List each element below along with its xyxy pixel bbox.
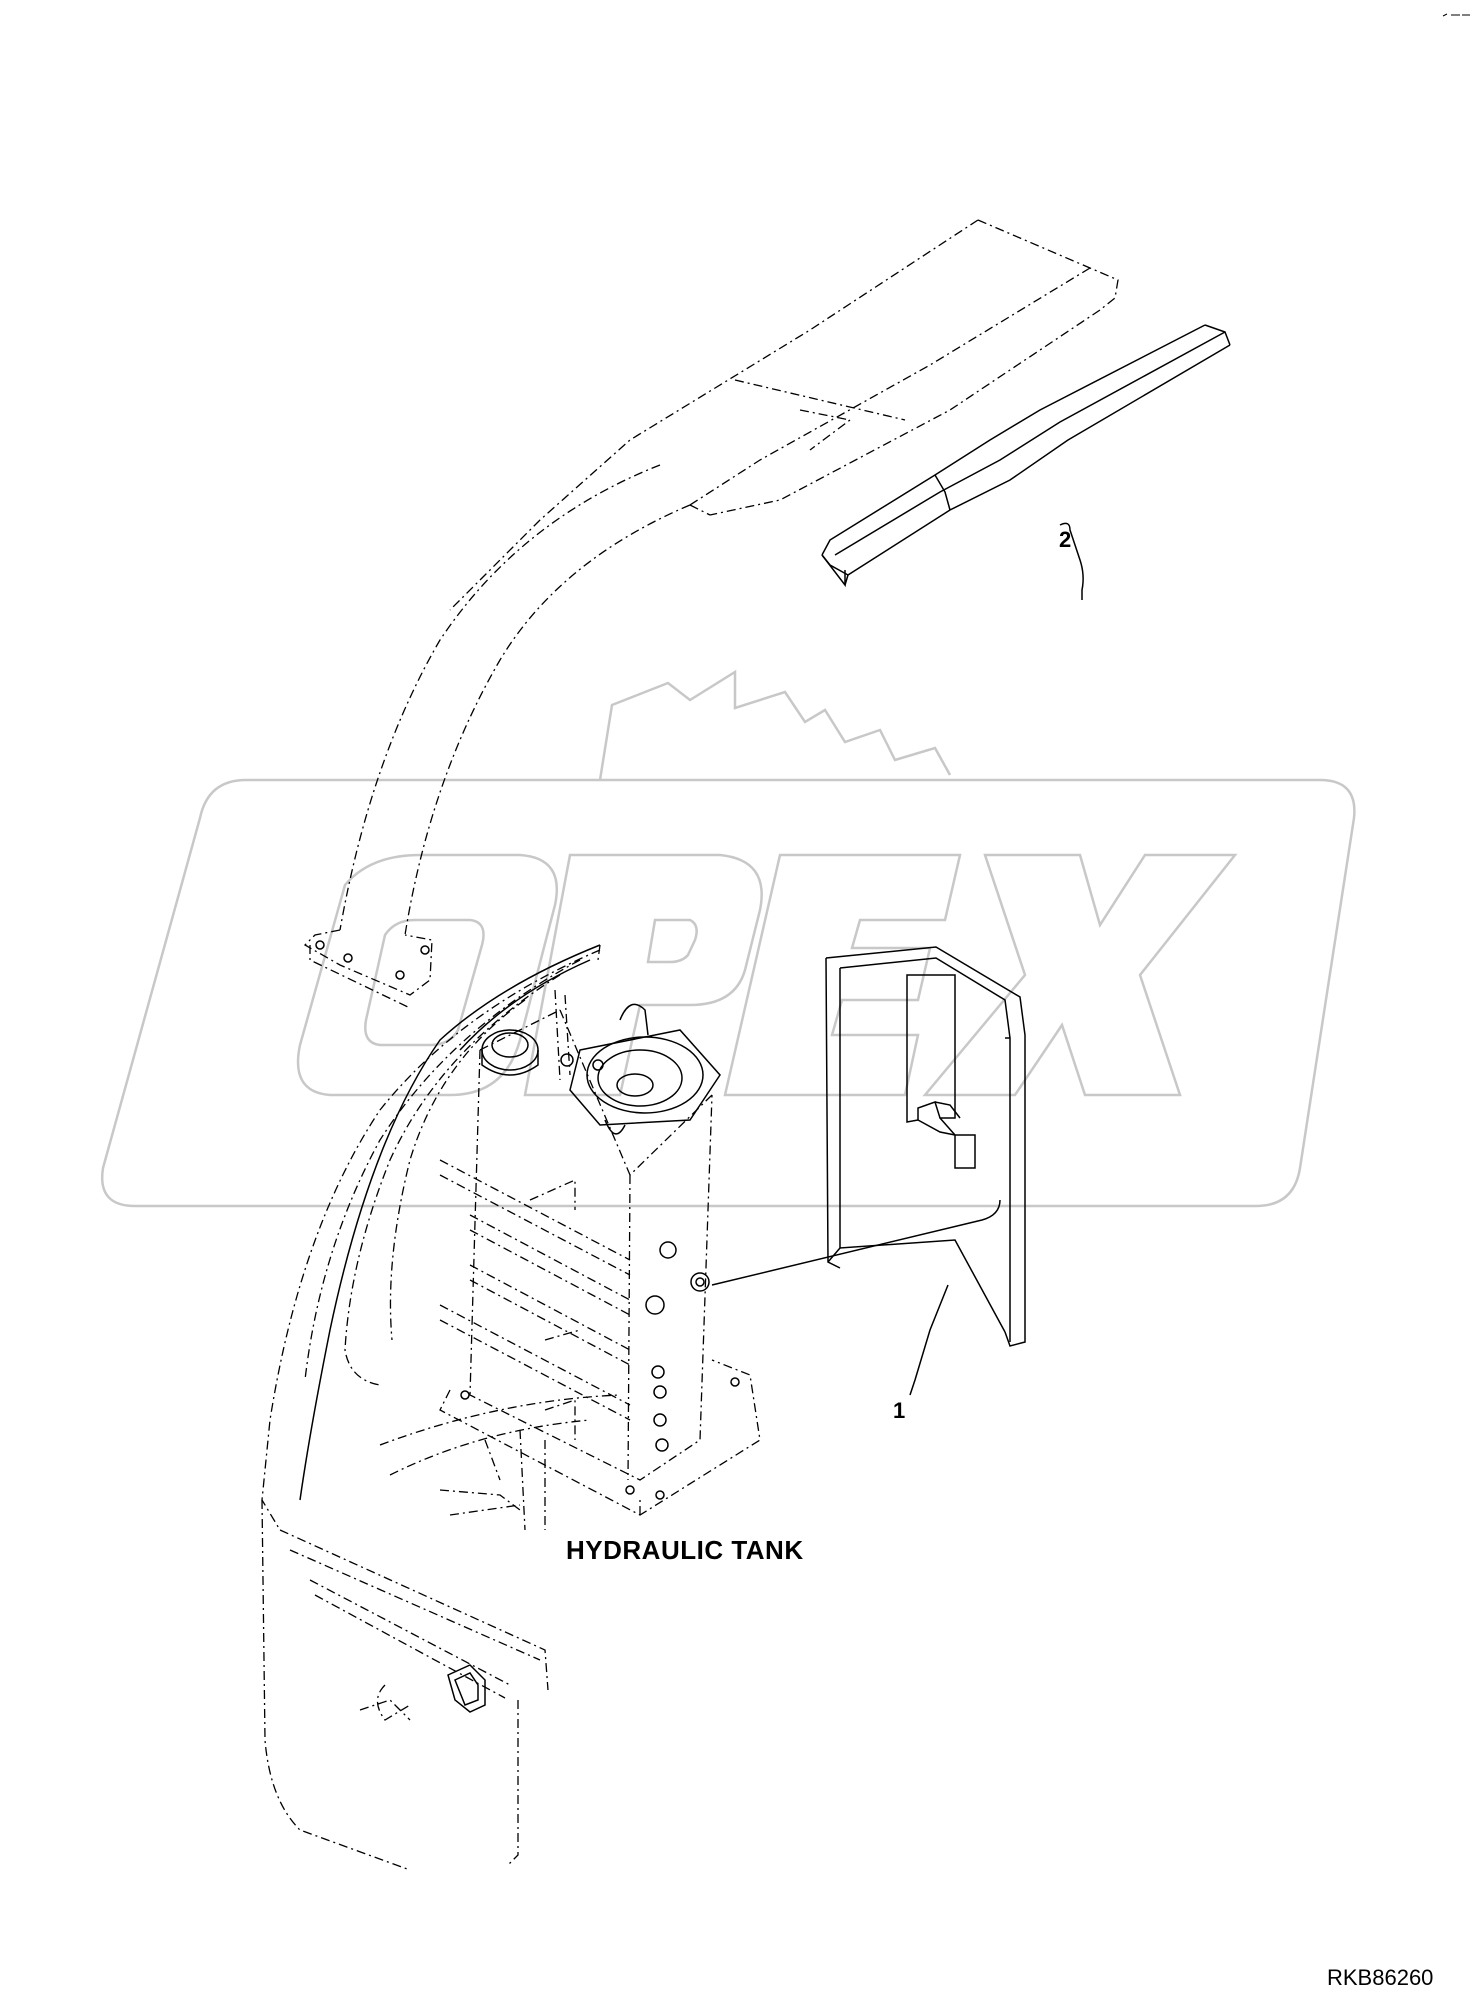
leader-lines (711, 522, 1084, 1396)
callout-part-2: 2 (1059, 527, 1072, 552)
hydraulic-tank-label: HYDRAULIC TANK (566, 1535, 804, 1565)
cab-frame-phantom (303, 219, 1119, 1009)
corner-mark (1442, 13, 1470, 17)
part-1-guard-plate (825, 946, 1026, 1347)
part-2-trim-strip (821, 324, 1231, 588)
watermark-logo (100, 669, 1356, 1208)
body-phantom (261, 949, 621, 1871)
drawing-reference-number: RKB86260 (1327, 1965, 1434, 1990)
callout-part-1: 1 (893, 1398, 906, 1423)
hydraulic-tank-phantom (299, 944, 761, 1531)
